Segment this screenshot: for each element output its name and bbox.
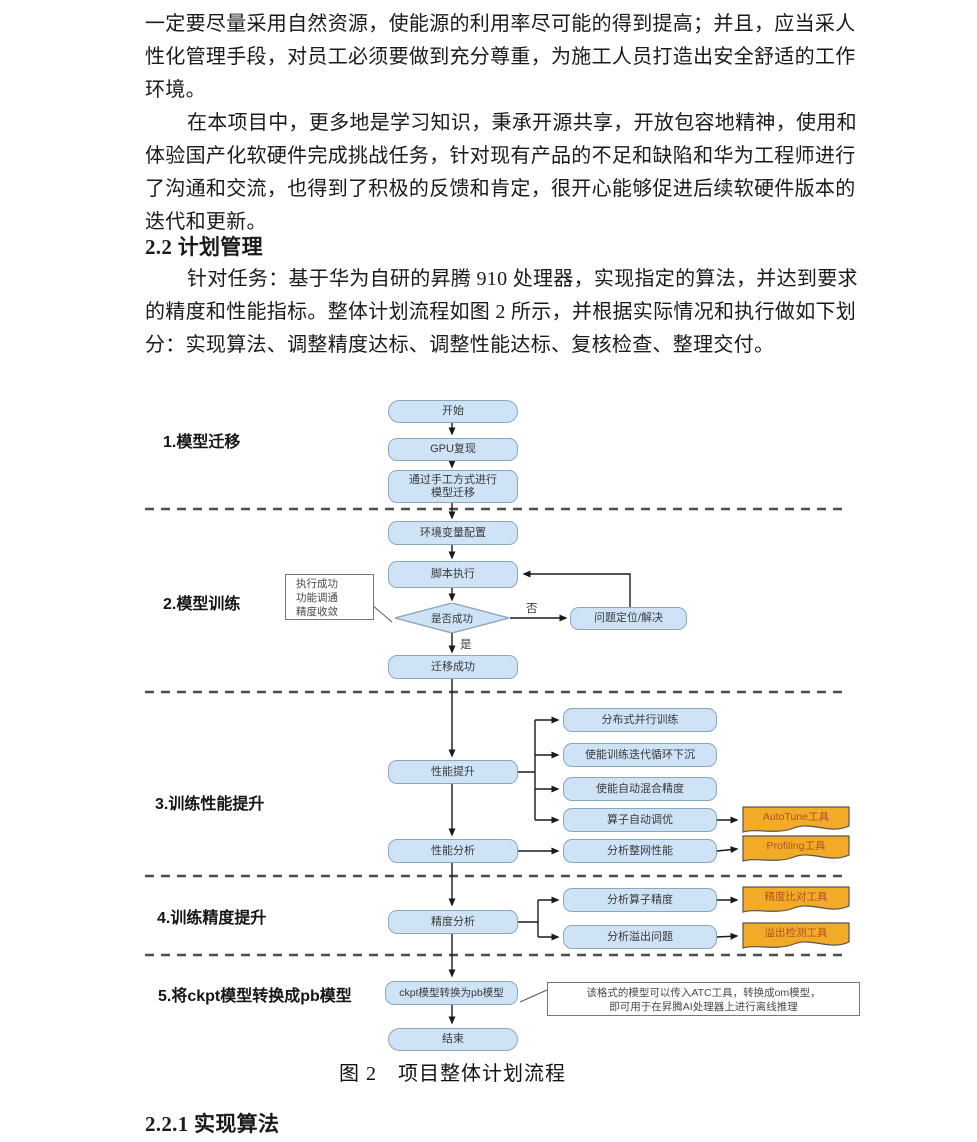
paragraph-line: 分：实现算法、调整精度达标、调整性能达标、复核检查、整理交付。	[145, 334, 775, 356]
note-atc-tool: 该格式的模型可以传入ATC工具，转换成om模型， 即可用于在昇腾AI处理器上进行…	[547, 982, 860, 1016]
note-atc-tool-line1: 该格式的模型可以传入ATC工具，转换成om模型，	[586, 987, 821, 999]
section-heading-2-2-1: 2.2.1 实现算法	[145, 1112, 280, 1136]
flow-node-migrate-success: 迁移成功	[388, 655, 518, 679]
phase-label-3: 3.训练性能提升	[155, 796, 265, 813]
flow-node-manual-migration-line2: 模型迁移	[431, 486, 475, 499]
flow-node-loop-sink: 使能训练迭代循环下沉	[563, 743, 717, 767]
paragraph-line: 在本项目中，更多地是学习知识，秉承开源共享，开放包容地精神，使用和	[187, 112, 857, 134]
tool-acc-compare: 精度比对工具	[742, 886, 850, 916]
note-success-criteria: 执行成功 功能调通 精度收敛	[285, 574, 374, 620]
flow-node-script-exec: 脚本执行	[388, 561, 518, 588]
flow-node-env-config: 环境变量配置	[388, 521, 518, 545]
flow-node-end: 结束	[388, 1028, 518, 1051]
edge-label-yes: 是	[460, 639, 472, 651]
paragraph-line: 一定要尽量采用自然资源，使能源的利用率尽可能的得到提高；并且，应当采人	[145, 13, 856, 35]
tool-autotune: AutoTune工具	[742, 806, 850, 836]
flow-node-gpu-reproduce: GPU复现	[388, 438, 518, 461]
flow-decision-success: 是否成功	[392, 602, 512, 634]
flow-node-ckpt-to-pb: ckpt模型转换为pb模型	[385, 981, 518, 1005]
flow-node-perf-analysis: 性能分析	[388, 839, 518, 863]
flow-node-overflow-analysis: 分析溢出问题	[563, 925, 717, 949]
flow-node-problem-solve: 问题定位/解决	[570, 607, 687, 630]
flow-node-acc-analysis: 精度分析	[388, 910, 518, 934]
flow-node-manual-migration-line1: 通过手工方式进行	[409, 473, 497, 486]
phase-label-4: 4.训练精度提升	[157, 910, 267, 927]
flow-decision-success-label: 是否成功	[431, 612, 473, 625]
phase-label-1: 1.模型迁移	[163, 434, 241, 451]
flow-node-op-acc-analysis: 分析算子精度	[563, 888, 717, 912]
paragraph-line: 环境。	[145, 79, 206, 101]
note-success-criteria-line2: 功能调通	[296, 592, 338, 604]
document-shape-icon	[742, 922, 850, 949]
tool-profiling: Profiling工具	[742, 835, 850, 865]
paragraph-line: 迭代和更新。	[145, 211, 267, 233]
tool-autotune-label: AutoTune工具	[762, 811, 830, 823]
flow-node-distributed-training: 分布式并行训练	[563, 708, 717, 732]
flow-node-start: 开始	[388, 400, 518, 423]
flow-node-auto-mixed-precision: 使能自动混合精度	[563, 777, 717, 801]
document-shape-icon	[742, 806, 850, 833]
paragraph-line: 的精度和性能指标。整体计划流程如图 2 所示，并根据实际情况和执行做如下划	[145, 301, 857, 323]
note-success-criteria-line3: 精度收敛	[296, 606, 338, 618]
note-atc-tool-line2: 即可用于在昇腾AI处理器上进行离线推理	[609, 1001, 798, 1013]
figure-caption: 图 2 项目整体计划流程	[339, 1063, 566, 1085]
tool-acc-compare-label: 精度比对工具	[764, 891, 828, 903]
flow-node-perf-improve: 性能提升	[388, 760, 518, 784]
flow-node-net-perf-analysis: 分析整网性能	[563, 839, 717, 863]
tool-profiling-label: Profiling工具	[766, 840, 826, 852]
paragraph-line: 了沟通和交流，也得到了积极的反馈和肯定，很开心能够促进后续软硬件版本的	[145, 178, 856, 200]
flow-node-op-auto-tune: 算子自动调优	[563, 808, 717, 832]
paragraph-line: 性化管理手段，对员工必须要做到充分尊重，为施工人员打造出安全舒适的工作	[145, 46, 856, 68]
document-shape-icon	[742, 835, 850, 862]
note-success-criteria-line1: 执行成功	[296, 578, 338, 590]
tool-overflow-detect-label: 溢出检测工具	[764, 927, 828, 939]
tool-overflow-detect: 溢出检测工具	[742, 922, 850, 952]
paragraph-line: 体验国产化软硬件完成挑战任务，针对现有产品的不足和缺陷和华为工程师进行	[145, 145, 856, 167]
phase-label-5: 5.将ckpt模型转换成pb模型	[158, 988, 352, 1005]
phase-label-2: 2.模型训练	[163, 596, 241, 613]
document-shape-icon	[742, 886, 850, 913]
section-heading-2-2: 2.2 计划管理	[145, 235, 263, 259]
flow-node-manual-migration: 通过手工方式进行 模型迁移	[388, 470, 518, 503]
edge-label-no: 否	[526, 603, 538, 615]
paragraph-line: 针对任务：基于华为自研的昇腾 910 处理器，实现指定的算法，并达到要求	[187, 268, 858, 290]
